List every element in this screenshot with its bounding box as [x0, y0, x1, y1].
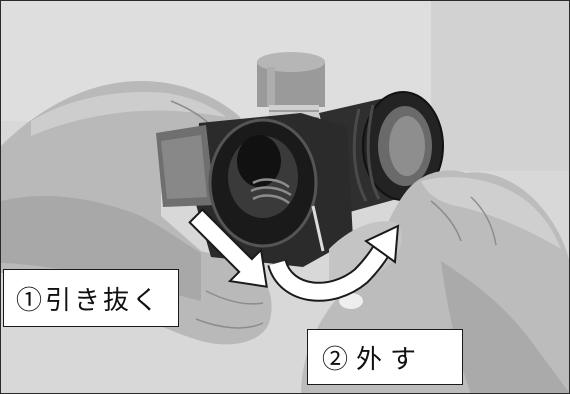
right-hand-shadow	[441, 261, 569, 393]
device-spring-3	[252, 194, 290, 205]
step2-label-box: ②外す	[307, 329, 463, 385]
remove-arrow-head	[364, 224, 400, 264]
right-knuckle-crease-2	[470, 196, 497, 246]
device-side-block-face	[161, 135, 207, 199]
device-ring-rib-1	[352, 108, 368, 202]
device-knob	[237, 135, 281, 187]
remove-arrow-body	[269, 246, 388, 300]
step1-label-box: ①引き抜く	[3, 269, 179, 327]
device-top-cylinder-highlight	[267, 67, 275, 107]
device-spring-1	[252, 178, 290, 189]
device-ring-rib-2	[366, 104, 381, 200]
pull-arrow-shape	[188, 208, 268, 288]
left-finger-crease-2	[195, 318, 264, 329]
background-right-shade	[431, 1, 569, 171]
device-pin	[311, 205, 325, 252]
right-knuckle-crease-1	[430, 200, 462, 242]
pull-arrow	[188, 208, 268, 288]
left-finger-crease-1	[205, 290, 264, 305]
step1-label: ①引き抜く	[16, 285, 162, 316]
step2-label: ②外す	[322, 344, 425, 375]
right-hand-highlight	[421, 177, 561, 249]
small-white-part	[339, 293, 363, 309]
device-ring-bore	[389, 116, 425, 176]
device-spring-2	[250, 186, 292, 197]
